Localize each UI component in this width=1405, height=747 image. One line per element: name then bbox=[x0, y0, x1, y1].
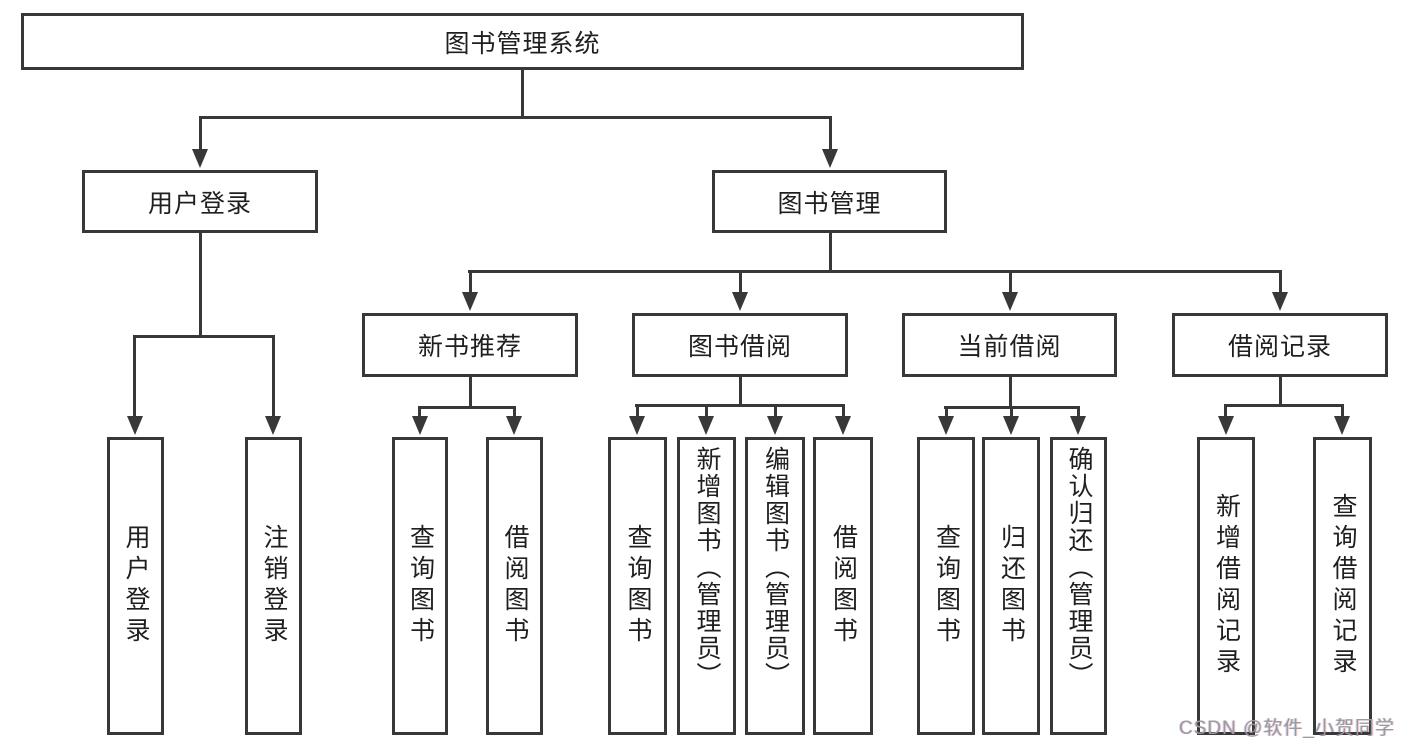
connector-borrow-records-drop2 bbox=[1341, 404, 1344, 418]
leaf-logout-label: 注销登录 bbox=[260, 524, 288, 648]
connector-current-borrow-drop3 bbox=[1077, 406, 1080, 418]
arrow-down-icon bbox=[1218, 416, 1234, 435]
node-current-borrow: 当前借阅 bbox=[902, 313, 1117, 377]
connector-root-bar bbox=[199, 116, 831, 119]
node-book-borrow: 图书借阅 bbox=[632, 313, 848, 377]
arrow-down-icon bbox=[1334, 416, 1350, 435]
node-book-management-label: 图书管理 bbox=[777, 189, 882, 218]
arrow-down-icon bbox=[1003, 416, 1019, 435]
leaf-borrow-books: 借阅图书 bbox=[813, 437, 873, 735]
node-library-system: 图书管理系统 bbox=[21, 13, 1024, 70]
csdn-watermark: CSDN @软件_小贺同学 bbox=[1179, 718, 1395, 739]
connector-current-borrow-drop1 bbox=[945, 406, 948, 418]
connector-book-borrow-drop4 bbox=[842, 404, 845, 418]
connector-new-book-stem bbox=[469, 377, 472, 408]
leaf-user-login-label: 用户登录 bbox=[122, 524, 150, 648]
connector-book-mgmt-drop1 bbox=[469, 270, 472, 294]
leaf-query-borrow-record: 查询借阅记录 bbox=[1313, 437, 1372, 735]
connector-user-login-drop2 bbox=[272, 335, 275, 417]
connector-current-borrow-drop2 bbox=[1010, 406, 1013, 418]
arrow-down-icon bbox=[192, 149, 208, 168]
connector-root-right-drop bbox=[829, 116, 832, 151]
node-user-login-label: 用户登录 bbox=[147, 189, 252, 218]
connector-user-login-drop1 bbox=[133, 335, 136, 417]
connector-book-borrow-bar bbox=[635, 404, 844, 407]
arrow-down-icon bbox=[938, 416, 954, 435]
leaf-query-books-borrow: 查询图书 bbox=[608, 437, 667, 735]
connector-book-mgmt-drop3 bbox=[1009, 270, 1012, 294]
arrow-down-icon bbox=[506, 416, 522, 435]
leaf-user-login: 用户登录 bbox=[107, 437, 164, 735]
arrow-down-icon bbox=[1272, 292, 1288, 311]
arrow-down-icon bbox=[629, 416, 645, 435]
node-new-book-recommend: 新书推荐 bbox=[362, 313, 578, 377]
connector-new-book-drop2 bbox=[513, 406, 516, 418]
leaf-borrow-books-label: 借阅图书 bbox=[829, 524, 858, 648]
leaf-query-books-current-label: 查询图书 bbox=[932, 524, 961, 648]
node-library-system-label: 图书管理系统 bbox=[444, 29, 601, 58]
connector-borrow-records-bar bbox=[1224, 404, 1344, 407]
leaf-borrow-books-recommend: 借阅图书 bbox=[486, 437, 543, 735]
leaf-add-book-admin: 新增图书（管理员） bbox=[677, 437, 736, 735]
connector-root-stem bbox=[521, 70, 524, 118]
leaf-query-books-recommend-label: 查询图书 bbox=[406, 524, 435, 648]
node-book-management: 图书管理 bbox=[712, 170, 947, 233]
leaf-query-books-borrow-label: 查询图书 bbox=[624, 524, 652, 648]
node-book-borrow-label: 图书借阅 bbox=[687, 333, 792, 361]
connector-new-book-bar bbox=[418, 406, 516, 409]
arrow-down-icon bbox=[732, 292, 748, 311]
leaf-borrow-books-recommend-label: 借阅图书 bbox=[501, 524, 529, 648]
connector-new-book-drop1 bbox=[418, 406, 421, 418]
arrow-down-icon bbox=[462, 292, 478, 311]
arrow-down-icon bbox=[1070, 416, 1086, 435]
node-user-login: 用户登录 bbox=[82, 170, 318, 233]
connector-book-borrow-drop2 bbox=[705, 404, 708, 418]
node-borrow-records: 借阅记录 bbox=[1172, 313, 1388, 377]
arrow-down-icon bbox=[822, 149, 838, 168]
leaf-add-borrow-record: 新增借阅记录 bbox=[1197, 437, 1255, 735]
node-borrow-records-label: 借阅记录 bbox=[1227, 333, 1332, 361]
arrow-down-icon bbox=[412, 416, 428, 435]
arrow-down-icon bbox=[698, 416, 714, 435]
leaf-add-book-admin-label: 新增图书（管理员） bbox=[693, 446, 721, 689]
connector-book-mgmt-drop4 bbox=[1279, 270, 1282, 294]
connector-current-borrow-stem bbox=[1009, 377, 1012, 408]
arrow-down-icon bbox=[767, 416, 783, 435]
leaf-confirm-return-admin: 确认归还（管理员） bbox=[1050, 437, 1107, 735]
connector-book-mgmt-bar bbox=[468, 270, 1282, 273]
leaf-edit-book-admin: 编辑图书（管理员） bbox=[745, 437, 805, 735]
node-new-book-recommend-label: 新书推荐 bbox=[417, 333, 522, 361]
arrow-down-icon bbox=[835, 416, 851, 435]
leaf-query-books-current: 查询图书 bbox=[917, 437, 975, 735]
arrow-down-icon bbox=[127, 416, 143, 435]
connector-book-borrow-drop1 bbox=[636, 404, 639, 418]
arrow-down-icon bbox=[1002, 292, 1018, 311]
connector-book-mgmt-stem bbox=[829, 233, 832, 273]
connector-book-borrow-drop3 bbox=[774, 404, 777, 418]
connector-user-login-bar bbox=[133, 335, 275, 338]
connector-borrow-records-drop1 bbox=[1224, 404, 1227, 418]
leaf-add-borrow-record-label: 新增借阅记录 bbox=[1212, 493, 1241, 679]
leaf-edit-book-admin-label: 编辑图书（管理员） bbox=[761, 446, 790, 689]
leaf-return-book-label: 归还图书 bbox=[997, 524, 1026, 648]
leaf-return-book: 归还图书 bbox=[982, 437, 1040, 735]
leaf-logout: 注销登录 bbox=[245, 437, 302, 735]
leaf-query-books-recommend: 查询图书 bbox=[392, 437, 448, 735]
connector-user-login-stem bbox=[199, 233, 202, 337]
connector-book-borrow-stem bbox=[739, 377, 742, 406]
connector-root-left-drop bbox=[199, 116, 202, 151]
arrow-down-icon bbox=[265, 416, 281, 435]
leaf-query-borrow-record-label: 查询借阅记录 bbox=[1329, 493, 1357, 679]
connector-book-mgmt-drop2 bbox=[739, 270, 742, 294]
node-current-borrow-label: 当前借阅 bbox=[957, 333, 1062, 361]
connector-borrow-records-stem bbox=[1279, 377, 1282, 406]
leaf-confirm-return-admin-label: 确认归还（管理员） bbox=[1065, 446, 1093, 689]
